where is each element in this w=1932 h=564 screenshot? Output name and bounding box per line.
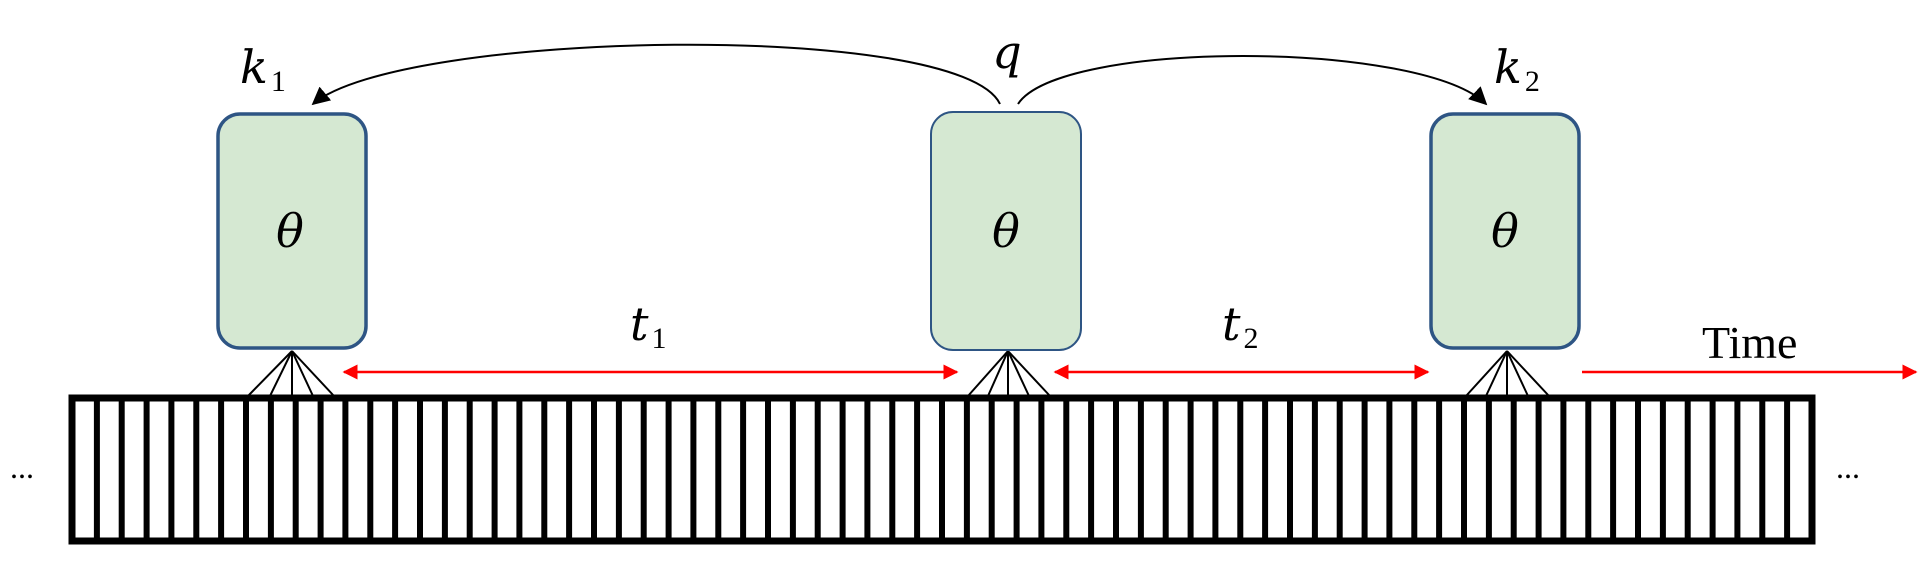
encoder-symbol-3: θ xyxy=(1491,204,1519,258)
encoder-box-2 xyxy=(930,111,1082,351)
frame-stripes xyxy=(93,398,1791,541)
ellipsis-right: ... xyxy=(1836,449,1860,485)
encoder-symbol-2: θ xyxy=(992,204,1020,258)
encoder-box-3 xyxy=(1429,112,1581,350)
encoder-symbol-1: θ xyxy=(276,204,304,258)
query-to-key1-arrow xyxy=(311,43,1001,106)
ellipsis-left: ... xyxy=(10,449,34,485)
query-to-key2-arrow xyxy=(1017,55,1488,106)
time-label: Time xyxy=(1702,317,1797,368)
encoder-box-1 xyxy=(216,112,368,350)
sampling-fan-1 xyxy=(247,350,335,397)
sampling-fan-2 xyxy=(967,350,1051,397)
frame-strip xyxy=(68,394,1816,545)
query-label: q xyxy=(992,25,1021,79)
sampling-fan-3 xyxy=(1465,350,1550,397)
